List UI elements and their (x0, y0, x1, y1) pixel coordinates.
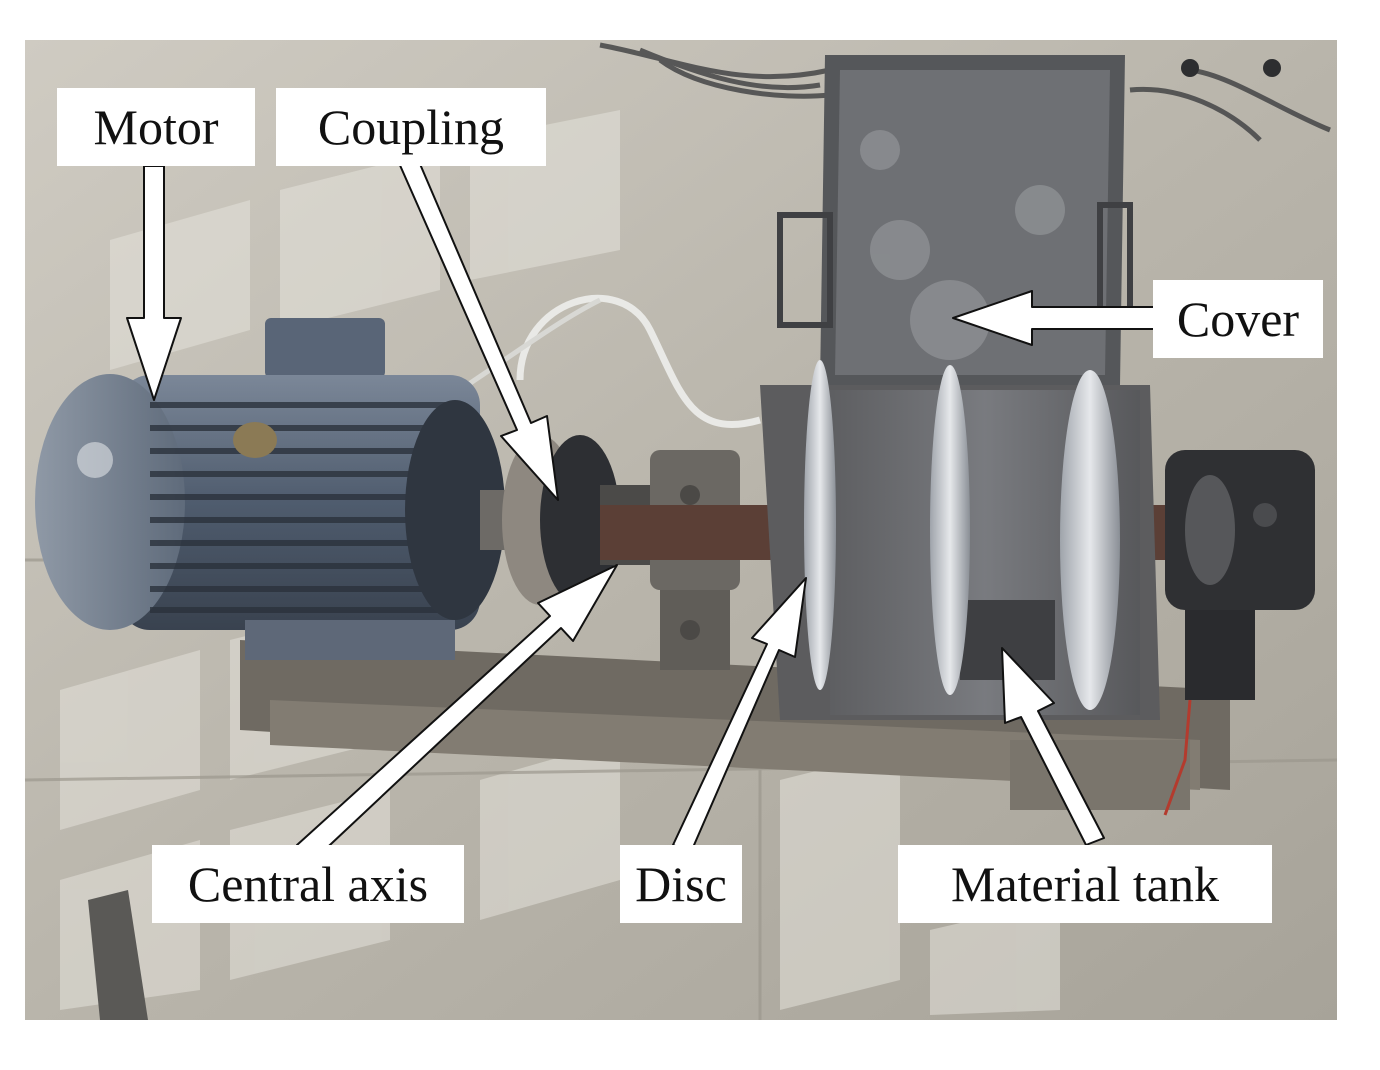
label-disc: Disc (620, 845, 742, 923)
label-cover: Cover (1153, 280, 1323, 358)
arrow-cover (952, 290, 1157, 346)
label-coupling: Coupling (276, 88, 546, 166)
discs (804, 360, 1120, 710)
label-central-axis: Central axis (152, 845, 464, 923)
arrow-disc (672, 577, 807, 853)
label-motor: Motor (57, 88, 255, 166)
cover (777, 55, 1133, 385)
motor (35, 318, 505, 660)
bearing-right (1163, 450, 1315, 816)
arrow-central-axis (296, 564, 618, 860)
arrow-motor (126, 165, 182, 401)
power-cable (516, 294, 761, 428)
label-material-tank: Material tank (898, 845, 1272, 923)
arrow-coupling (398, 156, 559, 501)
arrow-material-tank (1001, 647, 1105, 846)
